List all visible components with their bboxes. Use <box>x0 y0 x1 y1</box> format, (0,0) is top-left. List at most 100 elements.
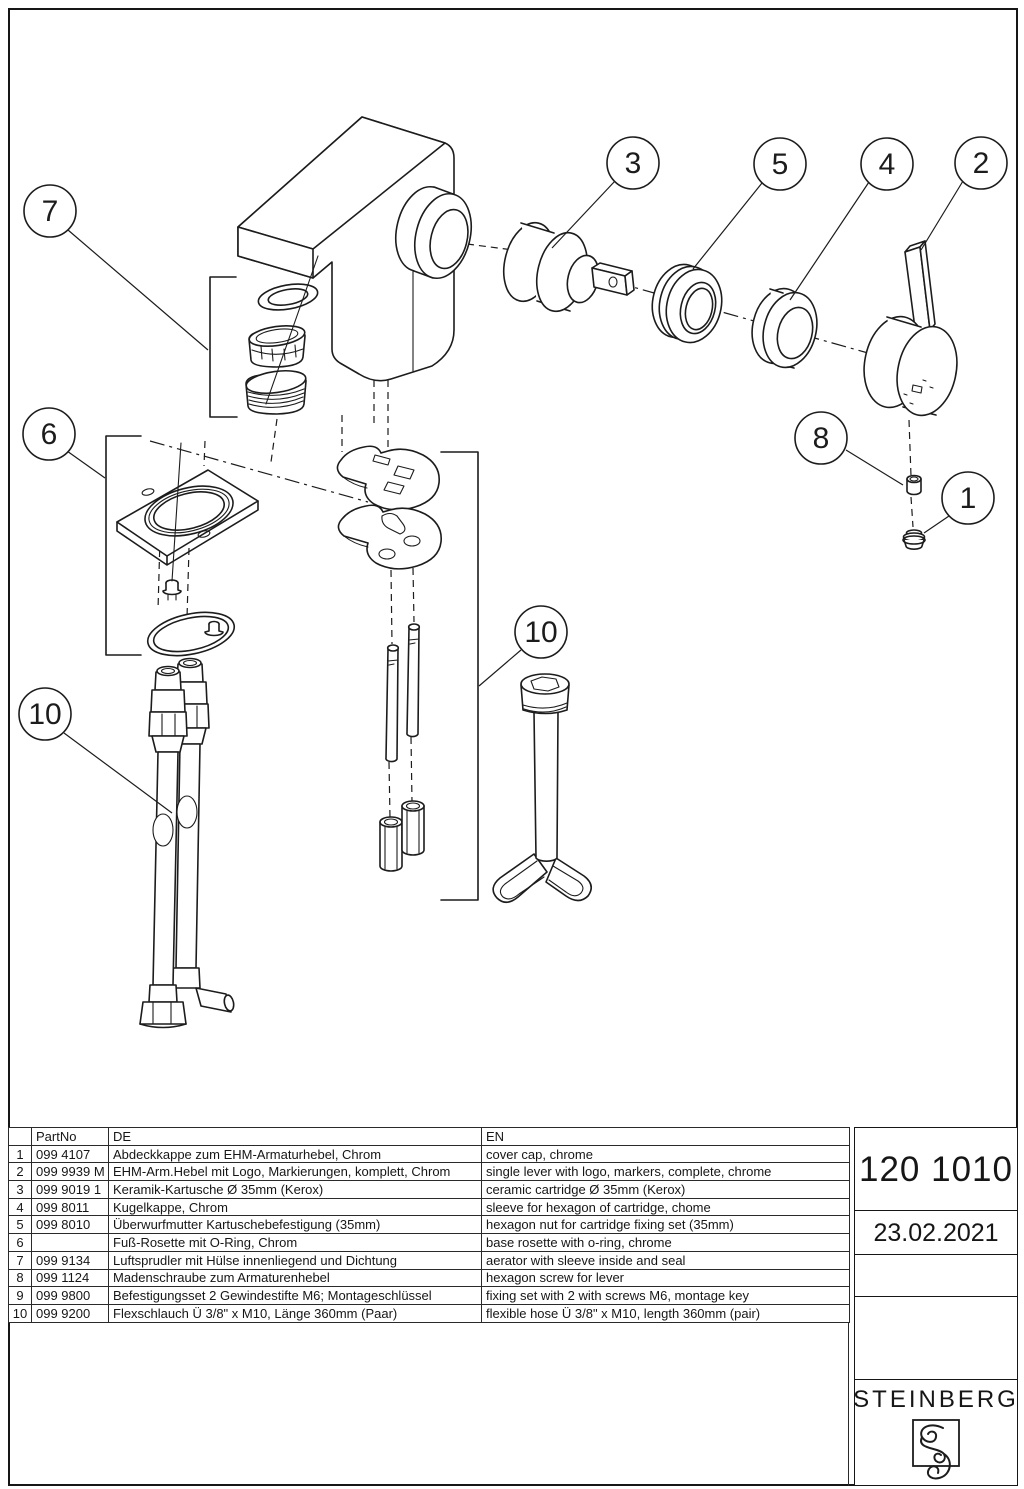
hex-standoff-right <box>401 800 425 856</box>
hex-standoff-left <box>379 816 403 872</box>
callout-1: 1 <box>941 471 995 525</box>
base-rosette <box>116 442 259 657</box>
cell-de: Abdeckkappe zum EHM-Armaturhebel, Chrom <box>108 1144 482 1164</box>
empty-box-2 <box>854 1296 1018 1381</box>
rosette-screw <box>162 579 182 601</box>
header-de: DE <box>108 1127 482 1146</box>
hex-standoffs <box>379 800 425 872</box>
svg-text:5: 5 <box>772 148 789 181</box>
parts-list-table: PartNo DE EN 1 099 4107 Abdeckkappe zum … <box>8 1127 850 1323</box>
leader-lines <box>63 180 964 814</box>
cell-de: Befestigungsset 2 Gewindestifte M6; Mont… <box>108 1286 482 1305</box>
table-row: 1 099 4107 Abdeckkappe zum EHM-Armaturhe… <box>8 1144 850 1164</box>
group-brackets <box>105 276 479 901</box>
date-box: 23.02.2021 <box>854 1210 1018 1256</box>
cell-de: Keramik-Kartusche Ø 35mm (Kerox) <box>108 1180 482 1199</box>
cell-no: 5 <box>8 1215 32 1235</box>
callout-2: 2 <box>954 136 1008 190</box>
cartridge-seat-boss <box>395 185 472 280</box>
cell-de: Überwurfmutter Kartuschebefestigung (35m… <box>108 1215 482 1235</box>
callout-6: 6 <box>22 407 76 461</box>
svg-text:3: 3 <box>625 147 642 180</box>
cell-no: 2 <box>8 1162 32 1182</box>
cell-de: Madenschraube zum Armaturenhebel <box>108 1268 482 1288</box>
svg-text:4: 4 <box>879 148 896 181</box>
cell-partno: 099 1124 <box>31 1268 109 1288</box>
table-row: 5 099 8010 Überwurfmutter Kartuschebefes… <box>8 1215 850 1235</box>
cell-partno <box>31 1233 109 1252</box>
cell-de: Fuß-Rosette mit O-Ring, Chrom <box>108 1233 482 1252</box>
exploded-view-diagram: .s{stroke:#1c1c1c;fill:none;stroke-width… <box>18 116 1008 1029</box>
cell-en: sleeve for hexagon of cartridge, chome <box>481 1197 850 1217</box>
table-row: 10 099 9200 Flexschlauch Ü 3/8" x M10, L… <box>8 1303 850 1323</box>
cell-partno: 099 4107 <box>31 1144 109 1164</box>
brand-name: STEINBERG <box>853 1386 1019 1413</box>
cell-en: hexagon nut for cartridge fixing set (35… <box>481 1215 850 1235</box>
callout-10-mid: 10 <box>514 605 568 659</box>
table-row: 8 099 1124 Madenschraube zum Armaturenhe… <box>8 1268 850 1288</box>
drawing-number-box: 120 1010 <box>854 1127 1018 1212</box>
flexible-hoses <box>139 657 235 1029</box>
cell-en: ceramic cartridge Ø 35mm (Kerox) <box>481 1180 850 1199</box>
callout-7: 7 <box>23 184 77 238</box>
lever-handle <box>863 240 958 417</box>
cell-de: Kugelkappe, Chrom <box>108 1197 482 1217</box>
rosette-o-ring <box>146 611 236 657</box>
threaded-rods <box>385 623 421 763</box>
empty-box-1 <box>854 1254 1018 1298</box>
table-row: 7 099 9134 Luftsprudler mit Hülse innenl… <box>8 1250 850 1270</box>
callout-3: 3 <box>606 136 660 190</box>
cover-cap <box>902 529 926 550</box>
table-row: 3 099 9019 1 Keramik-Kartusche Ø 35mm (K… <box>8 1180 850 1199</box>
cell-en: fixing set with 2 with screws M6, montag… <box>481 1286 850 1305</box>
hexagon-sleeve <box>751 287 818 369</box>
bracket-aerator <box>209 276 238 418</box>
header-no <box>8 1127 32 1146</box>
aerator-seal-ring <box>257 283 319 311</box>
cell-partno: 099 9200 <box>31 1303 109 1323</box>
lever-logo-marks <box>903 379 934 405</box>
upper-crescent-plate <box>336 445 440 511</box>
callout-4: 4 <box>860 137 914 191</box>
faucet-body <box>237 116 472 382</box>
svg-text:7: 7 <box>42 195 59 228</box>
cell-en: cover cap, chrome <box>481 1144 850 1164</box>
grub-screw <box>906 474 922 496</box>
cell-partno: 099 9800 <box>31 1286 109 1305</box>
cell-partno: 099 9134 <box>31 1250 109 1270</box>
bracket-rosette <box>105 435 142 656</box>
threaded-rod-left <box>385 644 400 763</box>
svg-text:10: 10 <box>28 698 61 731</box>
cartridge-hexagon-nut <box>651 263 723 344</box>
key-handle-loops <box>492 853 592 904</box>
hose-back <box>170 657 235 1013</box>
svg-text:6: 6 <box>41 418 58 451</box>
cell-en: aerator with sleeve inside and seal <box>481 1250 850 1270</box>
ceramic-cartridge <box>502 221 635 313</box>
hose-elbow-fitting <box>195 987 235 1013</box>
steinberg-logo-icon <box>912 1419 960 1480</box>
svg-text:1: 1 <box>960 482 977 515</box>
callout-5: 5 <box>753 137 807 191</box>
drawing-number: 120 1010 <box>859 1149 1013 1189</box>
lever-drum <box>863 315 958 417</box>
threaded-rod-right <box>406 623 421 738</box>
cell-no: 6 <box>8 1233 32 1252</box>
aerator-insert <box>248 325 306 368</box>
cell-no: 1 <box>8 1144 32 1164</box>
callouts: 7 6 10 3 5 4 2 <box>18 136 1008 741</box>
table-row: 6 Fuß-Rosette mit O-Ring, Chrom base ros… <box>8 1233 850 1252</box>
table-header-row: PartNo DE EN <box>8 1127 850 1146</box>
cell-no: 8 <box>8 1268 32 1288</box>
montage-key <box>492 673 592 904</box>
cell-no: 9 <box>8 1286 32 1305</box>
cell-de: Luftsprudler mit Hülse innenliegend und … <box>108 1250 482 1270</box>
hose-hex-nut <box>139 1001 187 1029</box>
cell-no: 10 <box>8 1303 32 1323</box>
sheet-border <box>8 8 1018 1486</box>
cell-en: flexible hose Ü 3/8" x M10, length 360mm… <box>481 1303 850 1323</box>
cell-de: EHM-Arm.Hebel mit Logo, Markierungen, ko… <box>108 1162 482 1182</box>
svg-text:10: 10 <box>524 616 557 649</box>
callout-10-left: 10 <box>18 687 72 741</box>
